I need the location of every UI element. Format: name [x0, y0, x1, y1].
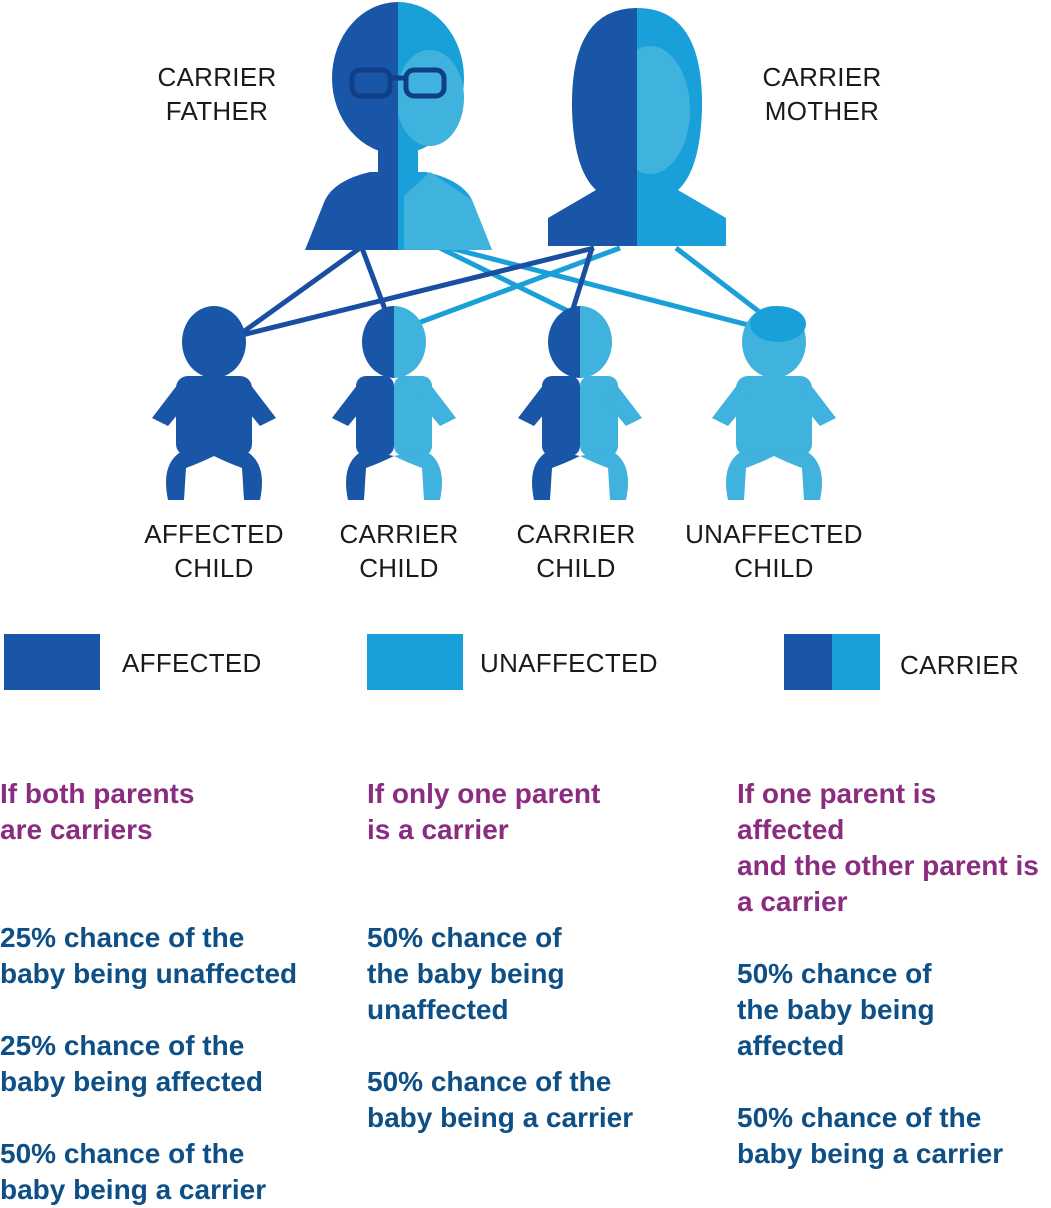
line-mother-child4 — [674, 246, 772, 322]
stat-carrier: 50% chance of the baby being a carrier — [0, 1138, 267, 1205]
legend-swatch-unaffected — [367, 634, 463, 690]
label-child-carrier-1: CARRIER CHILD — [339, 519, 459, 583]
carrier-mother-figure — [548, 8, 726, 246]
label-child-unaffected: UNAFFECTED CHILD — [685, 519, 863, 583]
column-heading: If one parent is affected and the other … — [737, 778, 1039, 917]
child-unaffected-figure — [712, 306, 836, 500]
line-father-child3 — [438, 245, 572, 315]
label-child-carrier-2: CARRIER CHILD — [516, 519, 636, 583]
child-carrier-figure-1 — [332, 306, 456, 500]
carrier-father-figure — [305, 2, 492, 250]
legend-label-unaffected: UNAFFECTED — [480, 648, 658, 678]
stat-unaffected: 25% chance of the baby being unaffected — [0, 922, 298, 989]
legend-label-carrier: CARRIER — [900, 650, 1020, 680]
stat-carrier: 50% chance of the baby being a carrier — [737, 1102, 1004, 1169]
column-affected-and-carrier: If one parent is affected and the other … — [737, 776, 1051, 1172]
column-one-carrier: If only one parent is a carrier 50% chan… — [367, 776, 707, 1136]
stat-affected: 25% chance of the baby being affected — [0, 1030, 263, 1097]
line-mother-child1 — [237, 245, 595, 339]
stat-affected: 50% chance of the baby being affected — [737, 958, 935, 1061]
inheritance-lines — [230, 245, 772, 343]
glasses-icon — [349, 67, 447, 99]
label-carrier-father: CARRIER FATHER — [157, 62, 277, 126]
line-father-child1 — [230, 245, 362, 343]
legend-swatch-carrier-right — [832, 634, 880, 690]
legend-label-affected: AFFECTED — [122, 648, 262, 678]
legend-swatch-affected — [4, 634, 100, 690]
column-both-carriers: If both parents are carriers 25% chance … — [0, 776, 340, 1208]
label-child-affected: AFFECTED CHILD — [144, 519, 284, 583]
line-mother-child3 — [569, 247, 595, 313]
column-heading: If only one parent is a carrier — [367, 778, 601, 845]
column-heading: If both parents are carriers — [0, 778, 195, 845]
stat-carrier: 50% chance of the baby being a carrier — [367, 1066, 634, 1133]
stat-unaffected: 50% chance of the baby being unaffected — [367, 922, 565, 1025]
child-affected-figure — [152, 306, 276, 500]
line-father-child4 — [449, 245, 761, 331]
legend-swatch-carrier-left — [784, 634, 832, 690]
child-carrier-figure-2 — [518, 306, 642, 500]
line-mother-child2 — [409, 245, 621, 329]
inheritance-diagram — [4, 2, 880, 690]
label-carrier-mother: CARRIER MOTHER — [762, 62, 882, 126]
